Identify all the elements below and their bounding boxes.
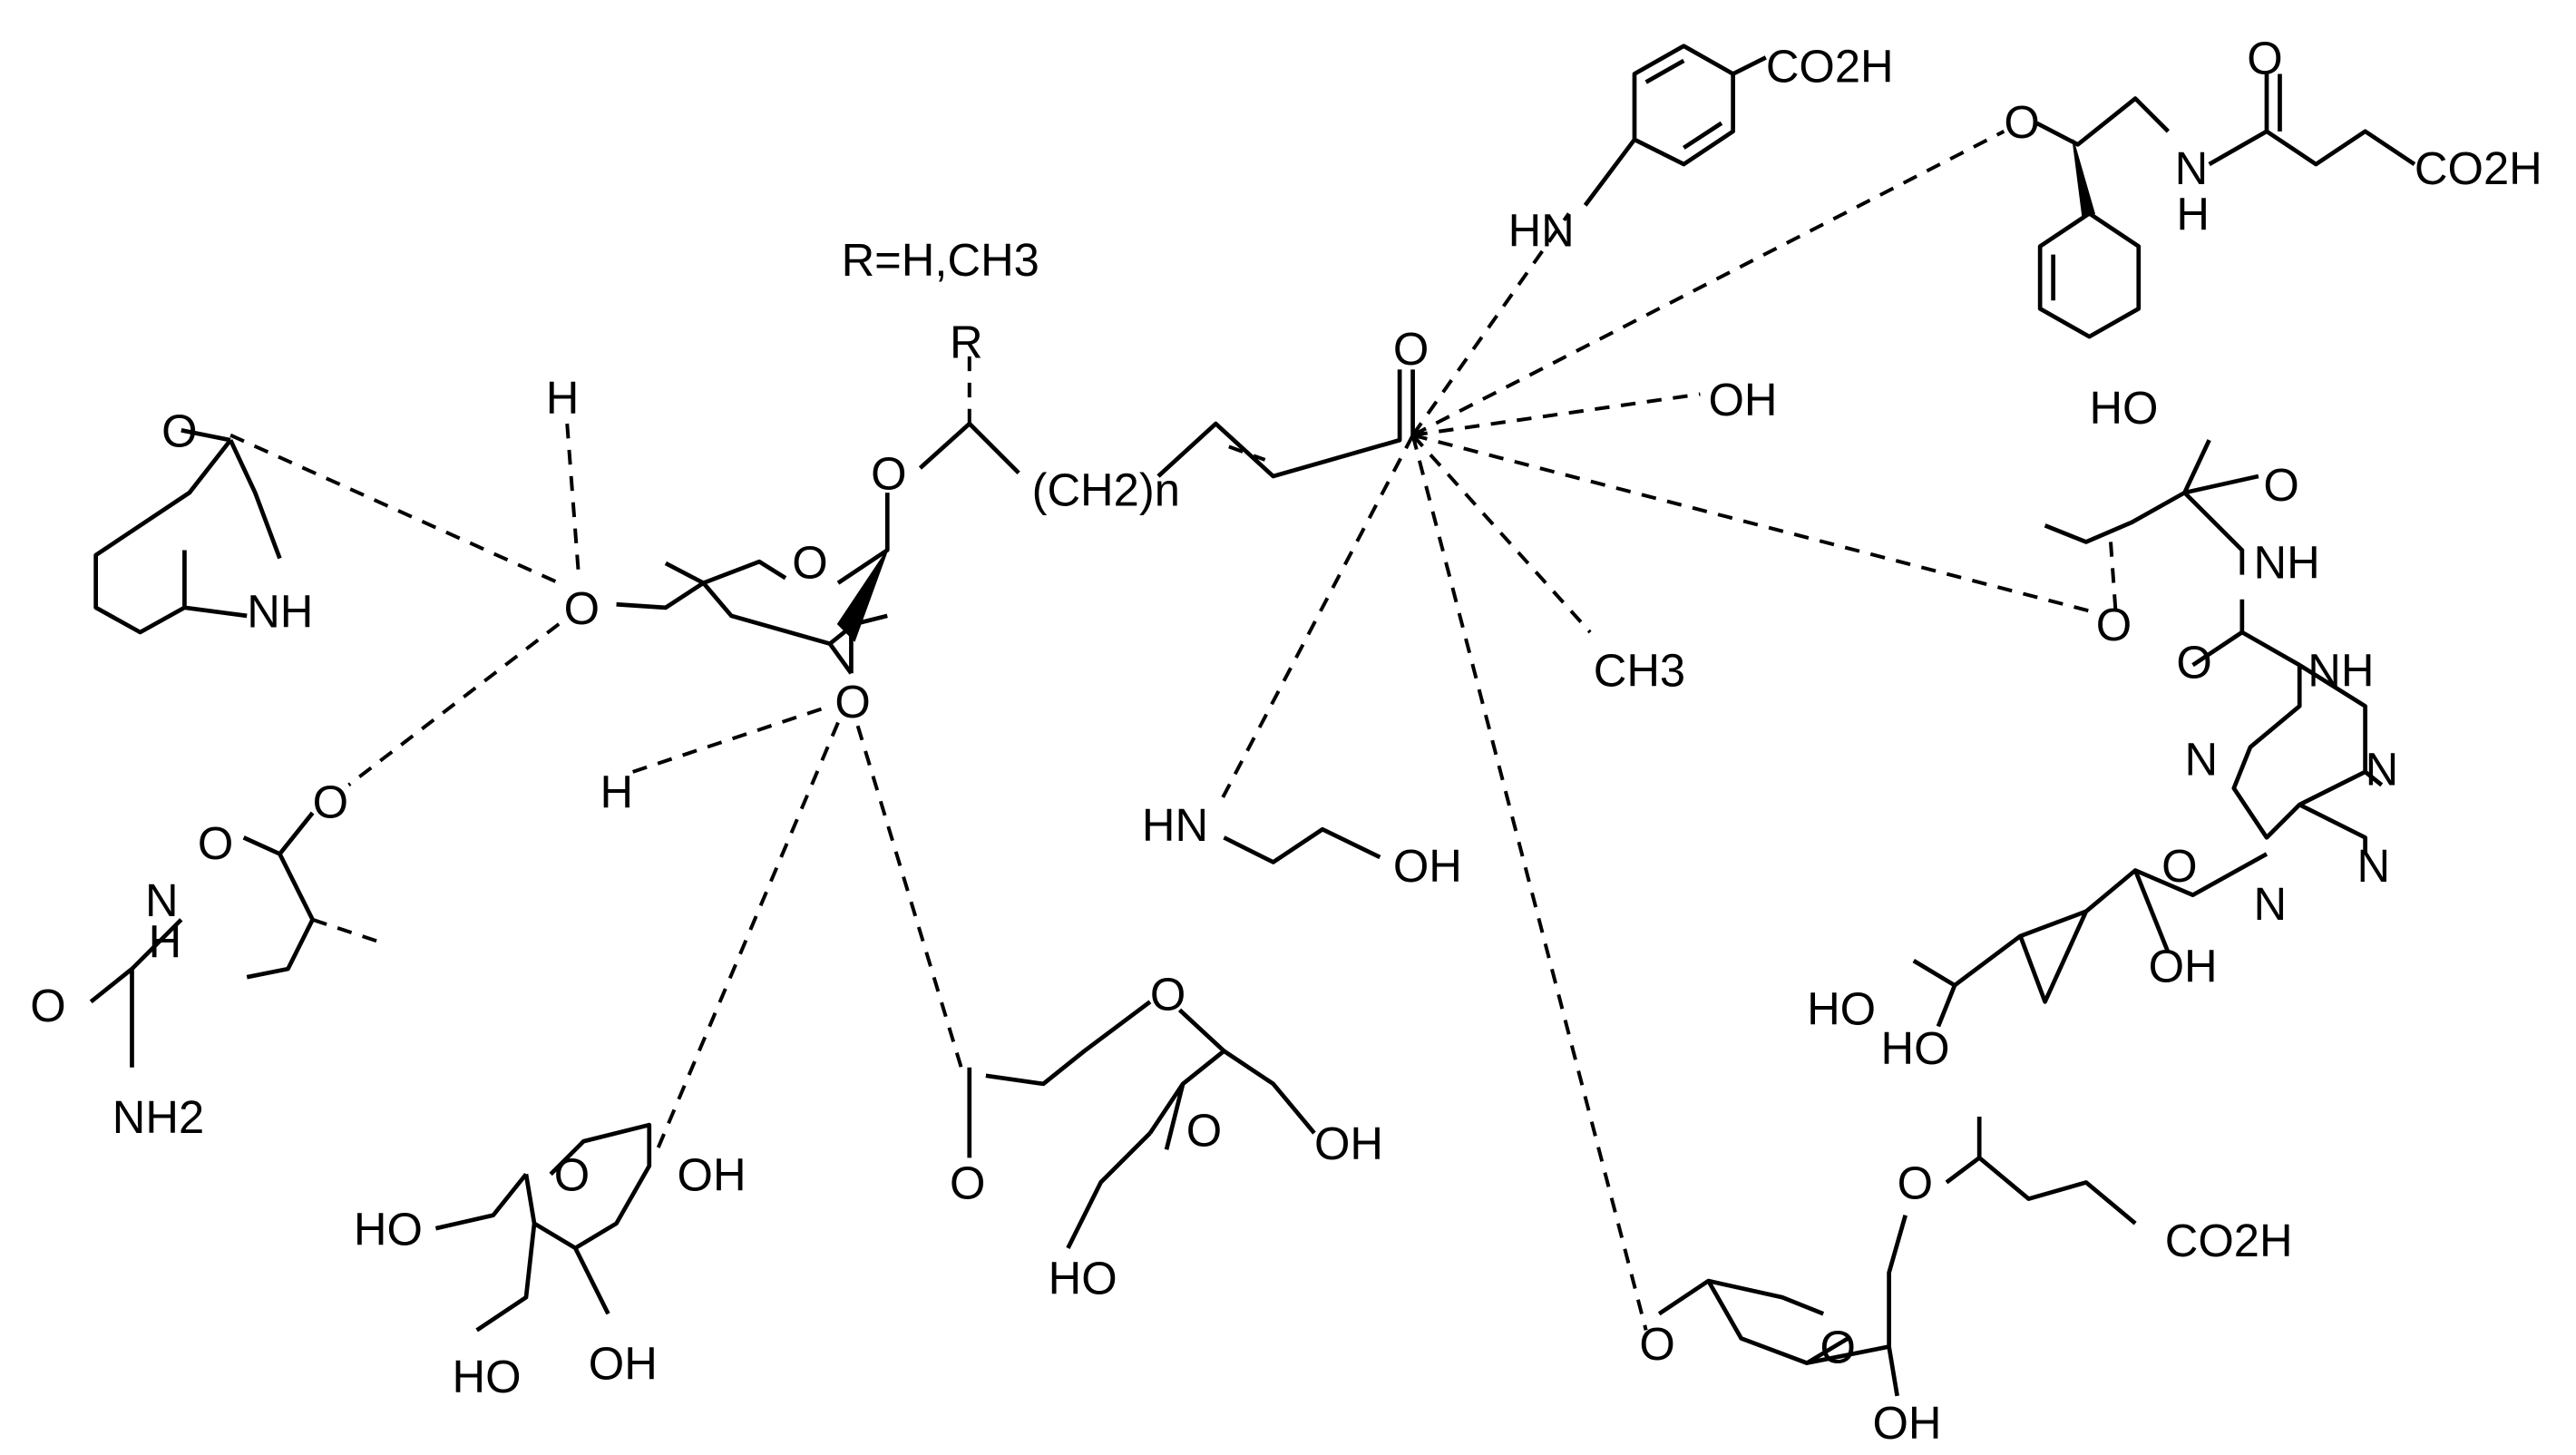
atom-label: OH xyxy=(2149,941,2218,992)
atom-label: O xyxy=(2247,32,2282,83)
atom-label: HO xyxy=(2089,382,2158,434)
atom-label: HO xyxy=(453,1351,522,1402)
atom-label: OH xyxy=(1708,374,1777,425)
atom-label: O xyxy=(198,817,233,869)
bottom-sugars xyxy=(434,1000,2137,1397)
atom-label: N xyxy=(2357,840,2391,892)
r-group-definition: R=H,CH3 xyxy=(842,234,1039,286)
atom-label: O xyxy=(1639,1318,1674,1370)
atom-label: O xyxy=(871,447,906,499)
atom-label: N xyxy=(2175,142,2209,194)
atom-label: H xyxy=(2176,188,2210,239)
atom-label: OH xyxy=(1314,1118,1383,1169)
atom-label: N xyxy=(2184,734,2218,786)
atom-label: O xyxy=(1820,1322,1856,1373)
atom-label: HO xyxy=(354,1203,423,1255)
atom-label: NH xyxy=(247,586,313,638)
atom-label: O xyxy=(2161,840,2197,892)
atom-label: O xyxy=(2096,599,2132,650)
atom-label: OH xyxy=(589,1338,658,1390)
atom-label: CO2H xyxy=(2415,142,2542,194)
atom-label: HO xyxy=(1881,1022,1950,1074)
ureido-ester xyxy=(89,811,387,1068)
atom-label: O xyxy=(554,1149,590,1201)
atom-label: HN xyxy=(1508,205,1575,257)
aminobenzoic-acid xyxy=(1583,44,1767,207)
atom-label: CO2H xyxy=(2165,1215,2293,1266)
atom-label: O xyxy=(792,536,827,588)
interaction-lines xyxy=(229,130,2090,1331)
atom-label: O xyxy=(2263,459,2298,511)
atom-label: HN xyxy=(1142,799,1208,851)
atom-label: O xyxy=(834,676,870,728)
atom-label: HO xyxy=(1807,983,1876,1035)
atom-label: OH xyxy=(1872,1397,1941,1449)
phenylethyl-succinamide xyxy=(2035,73,2416,339)
atom-label: O xyxy=(1186,1105,1222,1157)
atom-label: HO xyxy=(1049,1253,1117,1304)
atom-label: NH xyxy=(2308,645,2374,697)
indole-carbaldehyde xyxy=(93,428,282,635)
atom-label: O xyxy=(161,405,197,456)
atom-label: H xyxy=(600,767,633,818)
threonylcarbamoyl-adenosine xyxy=(1912,439,2384,1028)
atom-label: (CH2)n xyxy=(1032,464,1180,516)
atom-label: R xyxy=(950,317,983,368)
atom-labels: R O (CH2)n O OH CH3 HN OH HN CO2H O H N … xyxy=(30,32,2542,1448)
atom-label: NH2 xyxy=(112,1091,204,1143)
atom-label: O xyxy=(950,1157,985,1209)
atom-label: N xyxy=(2366,743,2399,795)
atom-label: CO2H xyxy=(1766,41,1894,93)
atom-label: O xyxy=(30,980,65,1031)
ethanolamine xyxy=(1223,826,1381,864)
atom-label: O xyxy=(1898,1157,1933,1209)
atom-label: O xyxy=(2176,637,2211,688)
atom-label: NH xyxy=(2254,536,2320,588)
atom-label: OH xyxy=(1393,840,1462,892)
atom-label: O xyxy=(2004,96,2039,148)
atom-label: O xyxy=(1150,968,1186,1020)
atom-label: CH3 xyxy=(1594,645,1685,697)
atom-label: O xyxy=(313,776,348,828)
central-ligand xyxy=(616,353,1415,675)
atom-label: O xyxy=(1393,323,1429,375)
atom-label: N xyxy=(2254,878,2288,930)
atom-label: H xyxy=(149,915,182,967)
atom-label: OH xyxy=(678,1149,746,1201)
atom-label: O xyxy=(564,582,600,634)
atom-label: N xyxy=(145,874,179,926)
atom-label: H xyxy=(546,372,580,424)
